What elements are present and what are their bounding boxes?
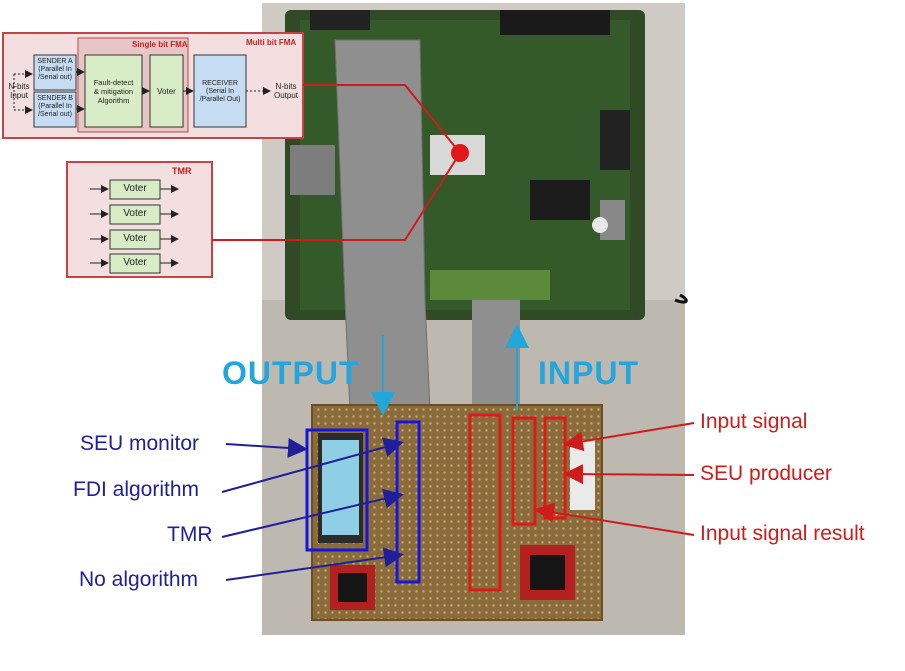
sender-b-line2: /Serial out) (38, 111, 72, 118)
blue-pointer-arrows (221, 437, 404, 581)
fma-panel (2, 32, 304, 139)
sender-a-line1: (Parallel In (38, 66, 72, 73)
label-fdi-algorithm: FDI algorithm (73, 478, 200, 501)
receiver-line2: /Parallel Out) (199, 96, 241, 103)
tmr-voter-4: Voter (123, 257, 147, 268)
sender-a-title: SENDER A (37, 58, 73, 65)
sender-b-line1: (Parallel In (38, 103, 72, 110)
nbits-output-label: N-bits Output (270, 82, 302, 100)
fma-voter-label: Voter (157, 87, 176, 96)
sender-b-block: SENDER B (Parallel In /Serial out) (34, 95, 76, 119)
fault-detect-line3: Algorithm (97, 96, 130, 105)
input-heading: INPUT (538, 355, 639, 391)
multi-bit-fma-label: Multi bit FMA (246, 38, 297, 47)
nbits-input-label: N-bits Input (5, 82, 33, 100)
fault-detect-line1: Fault-detect (93, 78, 134, 87)
label-seu-monitor: SEU monitor (80, 432, 200, 455)
receiver-title: RECEIVER (202, 80, 238, 87)
receiver-block: RECEIVER (Serial In /Parallel Out) (194, 80, 246, 104)
nbits-input-line1: N-bits (8, 82, 30, 91)
tmr-voter-2: Voter (123, 208, 147, 219)
receiver-line1: (Serial In (205, 88, 234, 95)
fault-detect-line2: & mitigation (93, 87, 134, 96)
tmr-voter-3: Voter (123, 233, 147, 244)
tmr-panel (66, 161, 213, 278)
sender-a-block: SENDER A (Parallel In /Serial out) (34, 58, 76, 82)
tmr-voter-1: Voter (123, 183, 147, 194)
fault-detect-block: Fault-detect & mitigation Algorithm (85, 78, 142, 105)
sender-a-line2: /Serial out) (38, 74, 72, 81)
nbits-output-line2: Output (273, 91, 298, 100)
nbits-output-line1: N-bits (275, 82, 297, 91)
label-tmr: TMR (167, 523, 213, 546)
single-bit-fma-label: Single bit FMA (132, 40, 188, 49)
fpga-connector-lines (212, 84, 469, 241)
label-input-signal-result: Input signal result (700, 522, 865, 545)
label-no-algorithm: No algorithm (79, 568, 199, 591)
ribbon-cables (334, 39, 688, 411)
nbits-input-line2: Input (10, 91, 28, 100)
label-seu-producer: SEU producer (700, 462, 832, 485)
label-input-signal: Input signal (700, 410, 808, 433)
sender-b-title: SENDER B (37, 95, 73, 102)
red-pointer-arrows (534, 422, 695, 536)
output-heading: OUTPUT (222, 355, 360, 391)
direction-arrows (371, 324, 529, 416)
tmr-panel-title: TMR (172, 166, 192, 176)
